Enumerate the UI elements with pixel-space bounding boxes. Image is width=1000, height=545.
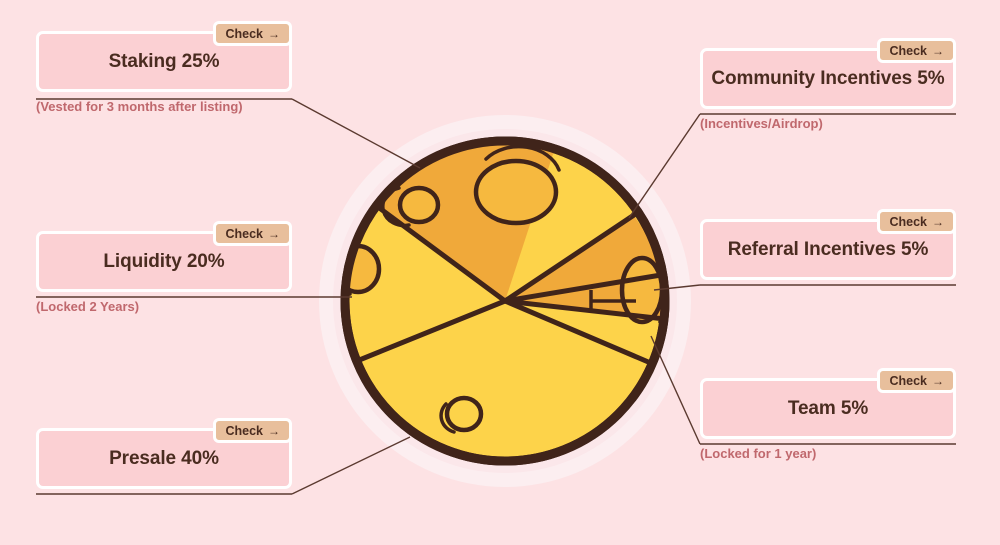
check-label: Check (889, 373, 927, 388)
check-button[interactable]: Check → (877, 38, 956, 63)
check-label: Check (889, 214, 927, 229)
legend-card-referral-incentives[interactable]: Referral Incentives 5% Check → (700, 209, 956, 287)
legend-card-liquidity[interactable]: Liquidity 20% Check → (Locked 2 Years) (36, 221, 292, 314)
wire-team-diag (650, 335, 701, 445)
divider-presale-staking (371, 201, 508, 304)
check-button[interactable]: Check → (213, 418, 292, 443)
crater-arc-top (484, 144, 561, 172)
coin-rim (340, 136, 670, 466)
wire-referral-diag (653, 284, 701, 291)
card-title: Referral Incentives 5% (727, 238, 929, 260)
card-box[interactable]: Liquidity 20% Check → (36, 221, 292, 292)
check-button[interactable]: Check → (877, 368, 956, 393)
divider-staking-community (502, 212, 637, 304)
check-button[interactable]: Check → (877, 209, 956, 234)
card-title: Team 5% (787, 397, 869, 419)
card-title: Presale 40% (109, 447, 219, 469)
check-button[interactable]: Check → (213, 221, 292, 246)
check-button[interactable]: Check → (213, 21, 292, 46)
card-box[interactable]: Team 5% Check → (700, 368, 956, 439)
arrow-right-icon: → (268, 26, 280, 41)
wire-staking-diag (291, 98, 421, 169)
pie-divider-group (345, 201, 665, 368)
card-title: Liquidity 20% (103, 250, 225, 272)
card-box[interactable]: Referral Incentives 5% Check → (700, 209, 956, 280)
card-box[interactable]: Staking 25% Check → (36, 21, 292, 92)
wire-presale-diag (291, 436, 411, 495)
crater-large-top (473, 158, 559, 226)
wire-community-diag (628, 113, 701, 219)
divider-liquidity-presale (345, 298, 508, 368)
card-title: Community Incentives 5% (711, 67, 945, 89)
check-label: Check (225, 26, 263, 41)
legend-card-community-incentives[interactable]: Community Incentives 5% Check → (Incenti… (700, 38, 956, 131)
card-subtitle: (Vested for 3 months after listing) (36, 99, 243, 114)
arrow-right-icon: → (268, 226, 280, 241)
divider-community-referral (502, 272, 664, 304)
check-label: Check (889, 43, 927, 58)
legend-card-staking[interactable]: Staking 25% Check → (Vested for 3 months… (36, 21, 292, 114)
arrow-right-icon: → (932, 43, 944, 58)
slice-shade-community (505, 216, 661, 301)
legend-card-presale[interactable]: Presale 40% Check → (36, 418, 292, 496)
legend-card-team[interactable]: Team 5% Check → (Locked for 1 year) (700, 368, 956, 461)
card-subtitle: (Locked 2 Years) (36, 299, 140, 314)
tokenomics-pie-coin (316, 112, 696, 492)
crater-small-upper-left (397, 185, 441, 225)
card-subtitle: (Incentives/Airdrop) (700, 116, 823, 131)
card-subtitle: (Locked for 1 year) (700, 446, 817, 461)
arrow-right-icon: → (268, 423, 280, 438)
arrow-right-icon: → (932, 214, 944, 229)
divider-referral-team (502, 298, 665, 322)
check-label: Check (225, 226, 263, 241)
coin-inner (345, 141, 665, 434)
check-label: Check (225, 423, 263, 438)
divider-team-liquidity (502, 298, 656, 367)
crater-small-lower (444, 395, 484, 433)
crater-arc-small-lower (439, 402, 456, 434)
card-title: Staking 25% (108, 50, 220, 72)
card-box[interactable]: Presale 40% Check → (36, 418, 292, 489)
arrow-right-icon: → (932, 373, 944, 388)
crater-group (345, 158, 665, 433)
card-box[interactable]: Community Incentives 5% Check → (700, 38, 956, 109)
coin-svg (319, 115, 691, 487)
